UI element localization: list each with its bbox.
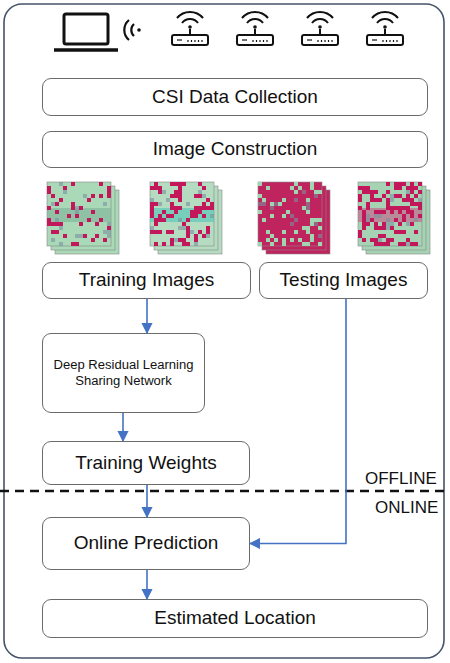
flow-arrow <box>146 299 148 333</box>
box-label: Testing Images <box>274 267 414 294</box>
box-label: Online Prediction <box>68 530 225 557</box>
router-icon <box>367 12 403 45</box>
router-icon <box>172 12 208 45</box>
box-label: Deep Residual Learning Sharing Network <box>43 355 204 390</box>
phase-label: OFFLINE <box>363 470 439 489</box>
box-label: Image Construction <box>147 136 324 163</box>
process-box: Estimated Location <box>42 599 428 638</box>
box-label: Training Weights <box>69 450 223 477</box>
image-stack-layer <box>258 182 322 246</box>
outer-frame <box>4 4 444 658</box>
flow-arrow <box>146 485 148 517</box>
wifi-waves <box>124 20 140 40</box>
process-box: Training Weights <box>42 441 250 485</box>
box-label: CSI Data Collection <box>146 84 324 111</box>
router-icon <box>237 12 273 45</box>
image-stack-layer <box>47 182 111 246</box>
laptop-icon <box>54 14 118 50</box>
box-label: Training Images <box>73 267 221 294</box>
image-stack-layer <box>150 182 214 246</box>
offline-online-divider <box>0 490 450 492</box>
image-stack-layer <box>358 182 422 246</box>
image-thumbnails <box>47 182 430 254</box>
phase-label: ONLINE <box>373 499 440 518</box>
process-box: Testing Images <box>259 262 428 299</box>
process-box: CSI Data Collection <box>42 78 428 116</box>
process-box: Deep Residual Learning Sharing Network <box>42 333 205 413</box>
flow-arrow <box>250 299 346 544</box>
router-icon <box>302 12 338 45</box>
flow-arrow <box>122 413 124 441</box>
flow-arrow <box>146 570 148 599</box>
process-box: Online Prediction <box>42 517 250 570</box>
process-box: Training Images <box>42 262 251 299</box>
router-icons <box>172 12 403 45</box>
box-label: Estimated Location <box>148 605 322 632</box>
process-box: Image Construction <box>42 131 428 168</box>
